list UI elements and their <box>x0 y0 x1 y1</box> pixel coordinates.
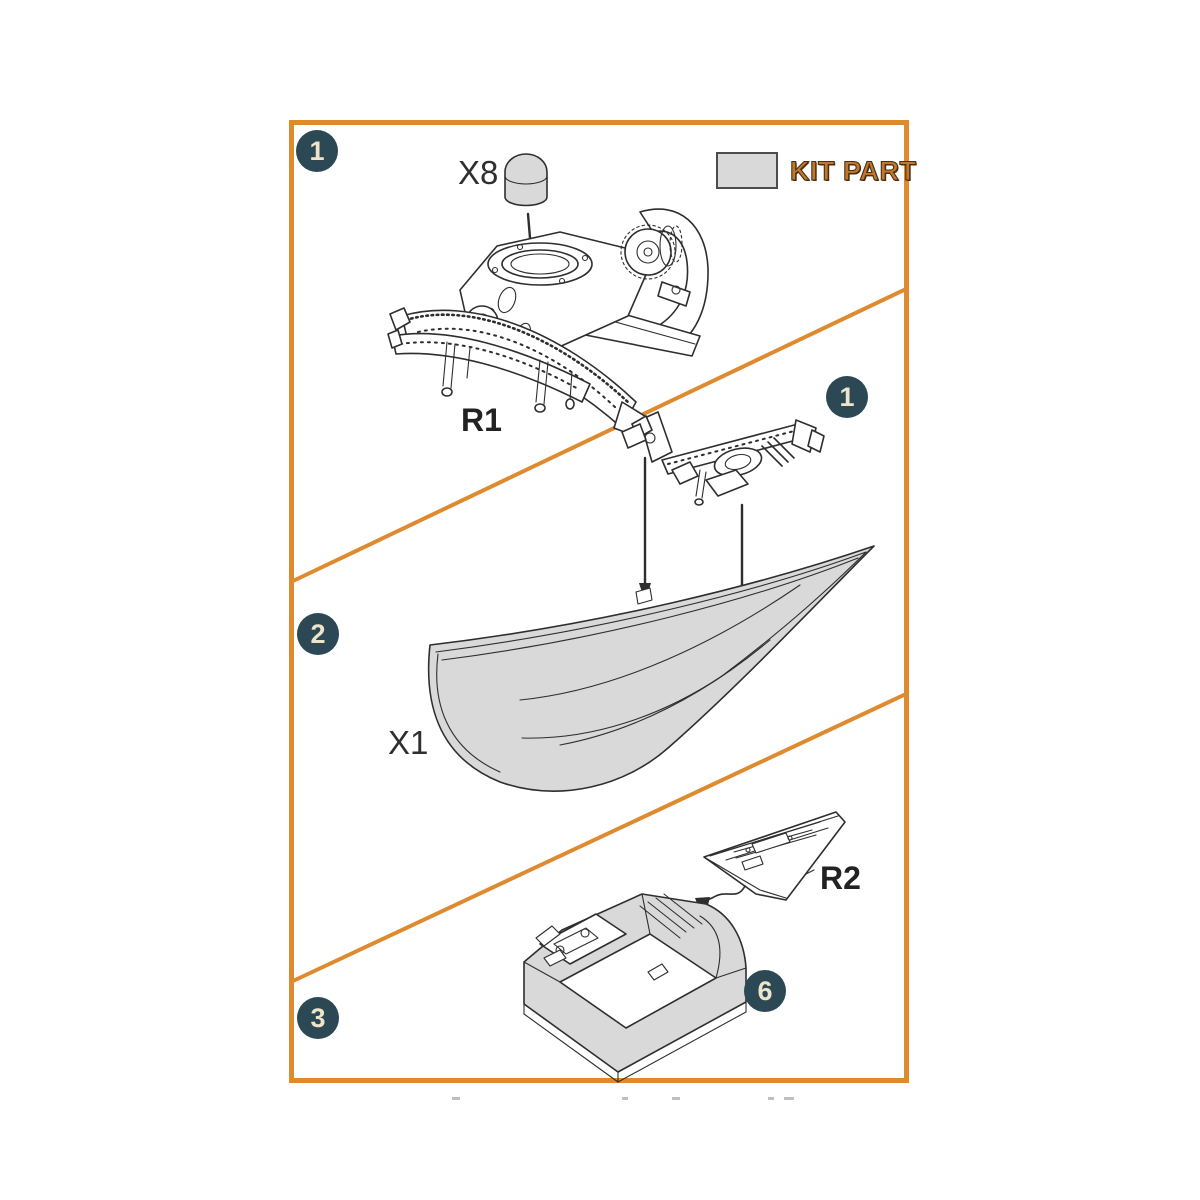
cropped-text-remnant <box>784 1097 794 1100</box>
step-badge-1: 1 <box>296 130 338 172</box>
resin-dome-part <box>504 153 548 207</box>
kit-part-legend-label: KIT PART <box>789 155 917 186</box>
deck-part-r2-illustration <box>703 811 846 901</box>
dome-quantity-label: X8 <box>458 154 499 191</box>
cropped-text-remnant <box>768 1097 774 1100</box>
page-border <box>289 120 909 1083</box>
turret-assembly-illustration <box>387 208 709 439</box>
step-badge-3: 3 <box>297 997 339 1039</box>
deck-part-label: R2 <box>820 860 861 896</box>
hull-kit-part-illustration <box>427 545 875 792</box>
cropped-text-remnant <box>672 1097 680 1100</box>
cropped-text-remnant <box>622 1097 628 1100</box>
cropped-text-remnant <box>452 1097 460 1100</box>
carriage-subassembly-illustration <box>621 411 825 506</box>
divider-line-bottom <box>292 692 907 983</box>
hull-quantity-label: X1 <box>388 724 429 761</box>
kit-part-swatch <box>716 152 778 189</box>
divider-line-top <box>292 287 907 583</box>
rail-part-label: R1 <box>461 402 502 438</box>
step-badge-1-repeat: 1 <box>826 376 868 418</box>
step-badge-6: 6 <box>744 970 786 1012</box>
frame-and-dividers <box>289 120 909 1083</box>
cockpit-assembly-illustration <box>523 893 747 1083</box>
step-badge-2: 2 <box>297 613 339 655</box>
